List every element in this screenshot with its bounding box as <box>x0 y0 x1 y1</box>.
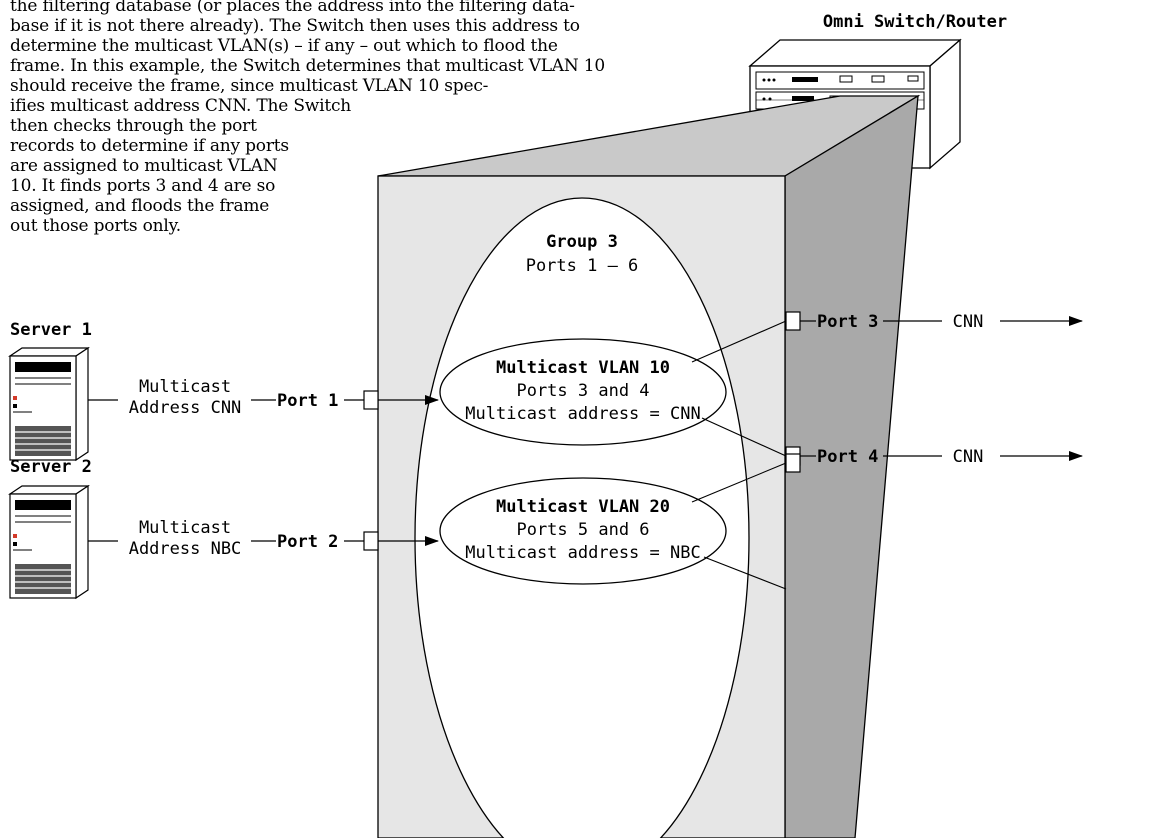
switch-label: Omni Switch/Router <box>823 12 1007 32</box>
vlan-20: Multicast VLAN 20 Ports 5 and 6 Multicas… <box>440 478 726 584</box>
server-1-addr-line1: Multicast <box>139 377 231 397</box>
out-port-5-row <box>786 454 800 472</box>
vlan-address: Multicast address = CNN <box>465 404 700 424</box>
out-port-4: Port 4 CNN <box>786 447 1082 467</box>
vlan-title: Multicast VLAN 10 <box>496 358 670 378</box>
out-port-3: Port 3 CNN <box>786 312 1082 332</box>
vlan-ports: Ports 3 and 4 <box>516 381 649 401</box>
port-1-label: Port 1 <box>277 391 338 411</box>
port-2-connector <box>364 532 378 550</box>
vlan-address: Multicast address = NBC <box>465 543 700 563</box>
server-1-icon <box>10 348 88 460</box>
vlan-ports: Ports 5 and 6 <box>516 520 649 540</box>
port-5-box <box>786 454 800 472</box>
vlan-title: Multicast VLAN 20 <box>496 497 670 517</box>
server-2-addr-line1: Multicast <box>139 518 231 538</box>
vlan-10: Multicast VLAN 10 Ports 3 and 4 Multicas… <box>440 339 726 445</box>
group-ports: Ports 1 – 6 <box>526 256 639 276</box>
server-2-label: Server 2 <box>10 457 92 477</box>
group-title: Group 3 <box>546 232 618 252</box>
port-3-label: Port 3 <box>817 312 878 332</box>
port-4-addr: CNN <box>953 447 984 467</box>
server-2-addr-line2: Address NBC <box>129 539 242 559</box>
port-1-connector <box>364 391 378 409</box>
port-2-label: Port 2 <box>277 532 338 552</box>
port-4-label: Port 4 <box>817 447 878 467</box>
server-1-addr-line2: Address CNN <box>129 398 242 418</box>
server-2-icon <box>10 486 88 598</box>
port-3-connector <box>786 312 800 330</box>
port-3-addr: CNN <box>953 312 984 332</box>
server-1-label: Server 1 <box>10 320 92 340</box>
